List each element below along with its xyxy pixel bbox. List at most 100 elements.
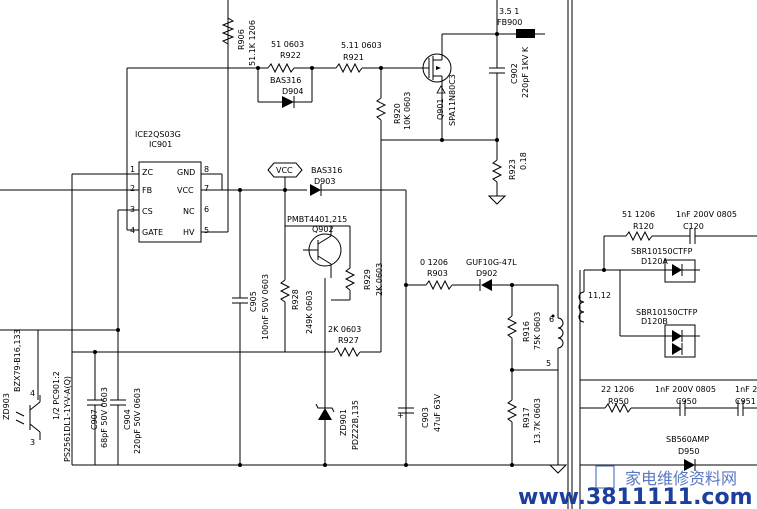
zd903-ref: ZD903 xyxy=(2,393,11,420)
r920: R920 10K 0603 xyxy=(375,68,412,140)
c903-val: 47uF 63V xyxy=(433,393,442,432)
pin6: 6 xyxy=(549,315,554,324)
svg-text:+: + xyxy=(397,411,404,420)
r921-val: 5.11 0603 xyxy=(341,41,382,50)
ic-pin-5-num: 5 xyxy=(204,226,209,235)
ic-pin-vcc-label: VCC xyxy=(177,186,194,195)
ic-pin-7-num: 7 xyxy=(204,184,209,193)
c951-val: 1nF 2 xyxy=(735,385,757,394)
opto-pin3: 3 xyxy=(30,438,35,447)
r903-val: 0 1206 xyxy=(420,258,448,267)
r927-val: 2K 0603 xyxy=(328,325,361,334)
watermark: 家电维修资料网 www.3811111.com xyxy=(518,465,753,509)
r906: R906 51.1K 1206 xyxy=(221,17,257,66)
r923-val: 0.18 xyxy=(519,152,528,170)
c905-val: 100nF 50V 0603 xyxy=(261,274,270,340)
r923: R923 0.18 xyxy=(380,138,528,335)
r906-val: 51.1K 1206 xyxy=(248,20,257,66)
ic-pin-nc-label: NC xyxy=(183,207,195,216)
r929-val: 2K 0603 xyxy=(375,263,384,296)
d120a-part: SBR10150CTFP xyxy=(631,247,693,256)
opto-pin4: 4 xyxy=(30,389,35,398)
transformer-boundary xyxy=(567,0,581,509)
r929-ref: R929 xyxy=(363,269,372,290)
q901-ref: Q901 xyxy=(436,98,445,120)
vcc-tag: VCC xyxy=(267,162,303,190)
ic-pin-2-num: 2 xyxy=(130,184,135,193)
c950-val: 1nF 200V 0805 xyxy=(655,385,716,394)
svg-text:VCC: VCC xyxy=(276,166,293,175)
watermark-cn: 家电维修资料网 xyxy=(625,469,737,488)
d950: SB560AMP D950 xyxy=(580,435,757,471)
r950-c950: 22 1206 R950 1nF 200V 0805 C950 1nF 2 C9… xyxy=(580,379,757,416)
r917-val: 13.7K 0603 xyxy=(533,398,542,444)
c905: C905 100nF 50V 0603 xyxy=(232,190,270,465)
secondary-winding: 11,12 xyxy=(578,269,620,323)
c950-ref: C950 xyxy=(676,397,697,406)
r922-d904: 51 0603 R922 BAS316 D904 xyxy=(256,40,336,108)
r928-ref: R928 xyxy=(291,289,300,310)
c903-ref: C903 xyxy=(421,407,430,428)
zd901-part: PDZ22B,135 xyxy=(351,400,360,450)
fb900: 3.5 1 FB900 xyxy=(496,0,545,38)
ic901: ICE2QS03G IC901 ZC FB CS GATE 1 2 3 4 GN… xyxy=(130,130,209,243)
r920-val: 10K 0603 xyxy=(403,92,412,130)
r906-ref: R906 xyxy=(237,29,246,50)
d120b-ref: D120B xyxy=(641,317,668,326)
r921-ref: R921 xyxy=(343,53,364,62)
c120-ref: C120 xyxy=(683,222,704,231)
q902: PMBT4401,215 Q902 xyxy=(284,190,350,280)
ic-pin-gate-label: GATE xyxy=(142,228,163,237)
r927: 2K 0603 R927 xyxy=(72,325,382,358)
ic-pin-hv-label: HV xyxy=(183,228,195,237)
r120-c120: 51 1206 R120 1nF 200V 0805 C120 xyxy=(602,210,757,272)
ic-pin-fb-label: FB xyxy=(142,186,152,195)
gnd-rail xyxy=(72,370,568,474)
r928: R928 249K 0603 xyxy=(279,279,314,352)
pin1112: 11,12 xyxy=(588,291,611,300)
ic901-ref: IC901 xyxy=(149,140,172,149)
ic-pin-1-num: 1 xyxy=(130,165,135,174)
q901-part: SPA11N80C3 xyxy=(448,74,457,126)
c902-val: 220pF 1KV K xyxy=(521,46,530,98)
r923-ref: R923 xyxy=(508,159,517,180)
left-section: 4 3 ZD903 BZX79-B16,133 1/2 PC901:2 PS25… xyxy=(0,328,142,465)
c902-ref: C902 xyxy=(510,63,519,84)
c904-val: 220pF 50V 0603 xyxy=(133,388,142,454)
r950-val: 22 1206 xyxy=(601,385,634,394)
ic-pin-gnd-label: GND xyxy=(177,168,195,177)
d120b: SBR10150CTFP D120B xyxy=(619,270,700,358)
c120-val: 1nF 200V 0805 xyxy=(676,210,737,219)
d120a: SBR10150CTFP D120A xyxy=(620,247,700,283)
r927-ref: R927 xyxy=(338,336,359,345)
fb900-val: 3.5 1 xyxy=(499,7,519,16)
d904-part: BAS316 xyxy=(270,76,301,85)
r916-ref: R916 xyxy=(522,321,531,342)
d904-ref: D904 xyxy=(282,87,303,96)
pc901-part: PS2561DL1-1Y-V-A(Q) xyxy=(63,376,72,462)
c902: C902 220pF 1KV K xyxy=(489,32,530,140)
r922-val: 51 0603 xyxy=(271,40,304,49)
zd901: ZD901 PDZ22B,135 xyxy=(315,278,360,465)
r920-ref: R920 xyxy=(393,103,402,124)
c904-ref: C904 xyxy=(123,409,132,430)
q902-ref: Q902 xyxy=(312,225,334,234)
c903: + C903 47uF 63V xyxy=(397,393,442,432)
d120b-part: SBR10150CTFP xyxy=(636,308,698,317)
c907-val: 68pF 50V 0603 xyxy=(100,387,109,448)
d902-ref: D902 xyxy=(476,269,497,278)
c907-ref: C907 xyxy=(90,409,99,430)
r917-ref: R917 xyxy=(522,407,531,428)
r928-val: 249K 0603 xyxy=(305,291,314,334)
r120-ref: R120 xyxy=(633,222,654,231)
zd903-part: BZX79-B16,133 xyxy=(13,329,22,392)
ic-pin-8-num: 8 xyxy=(204,165,209,174)
r916: R916 75K 0603 xyxy=(506,285,542,400)
ic-pin-6-num: 6 xyxy=(204,205,209,214)
r120-val: 51 1206 xyxy=(622,210,655,219)
ic-pin-zc-label: ZC xyxy=(142,168,153,177)
r922-ref: R922 xyxy=(280,51,301,60)
r917: R917 13.7K 0603 xyxy=(506,369,558,465)
r921: 5.11 0603 R921 xyxy=(335,41,420,74)
